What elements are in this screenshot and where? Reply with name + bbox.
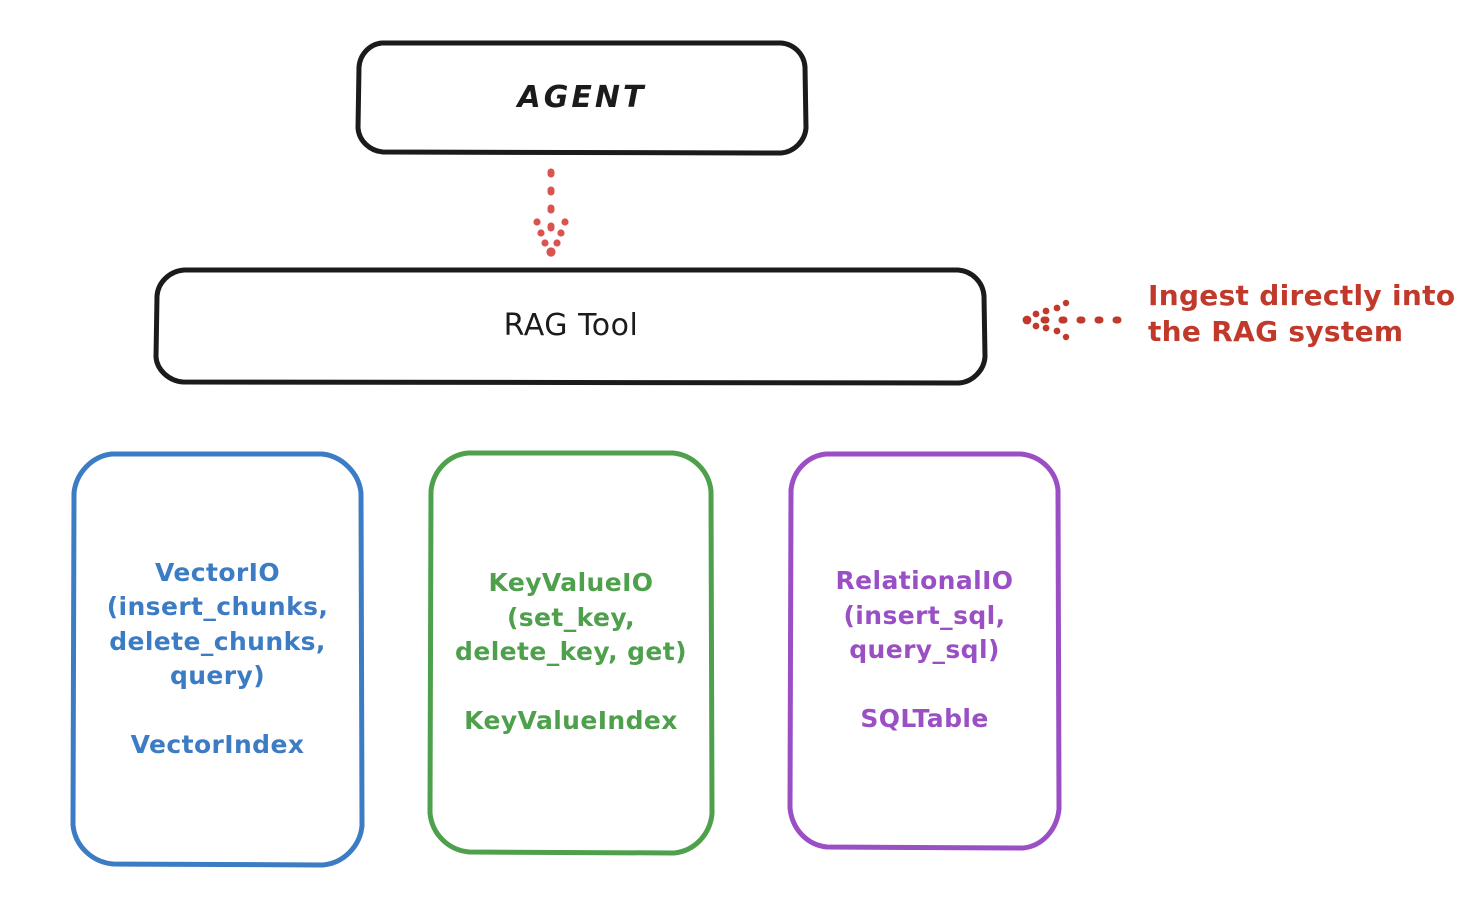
key-value-io-index-text: KeyValueIndex — [464, 705, 678, 735]
node-agent[interactable]: AGENT — [355, 40, 809, 156]
node-key-value-io-label: KeyValueIO (set_key, delete_key, get) Ke… — [455, 532, 687, 773]
relational-io-index-text: SQLTable — [860, 703, 989, 733]
vector-io-api-text: VectorIO (insert_chunks, delete_chunks, … — [106, 557, 329, 691]
node-key-value-io[interactable]: KeyValueIO (set_key, delete_key, get) Ke… — [427, 449, 715, 856]
connector-agent-to-rag-tool — [533, 168, 569, 257]
node-relational-io[interactable]: RelationalIO (insert_sql, query_sql) SQL… — [787, 450, 1062, 851]
node-agent-label: AGENT — [517, 79, 647, 115]
node-rag-tool-label: RAG Tool — [503, 308, 639, 344]
node-vector-io-label: VectorIO (insert_chunks, delete_chunks, … — [107, 521, 329, 797]
node-rag-tool[interactable]: RAG Tool — [153, 267, 988, 386]
key-value-io-api-text: KeyValueIO (set_key, delete_key, get) — [455, 568, 687, 666]
node-vector-io[interactable]: VectorIO (insert_chunks, delete_chunks, … — [70, 450, 365, 868]
node-relational-io-label: RelationalIO (insert_sql, query_sql) SQL… — [836, 530, 1014, 771]
annotation-ingest: Ingest directly into the RAG system — [1148, 279, 1456, 349]
connector-ingest-arrow — [1022, 299, 1136, 341]
vector-io-index-text: VectorIndex — [130, 729, 305, 759]
relational-io-api-text: RelationalIO (insert_sql, query_sql) — [835, 566, 1014, 664]
